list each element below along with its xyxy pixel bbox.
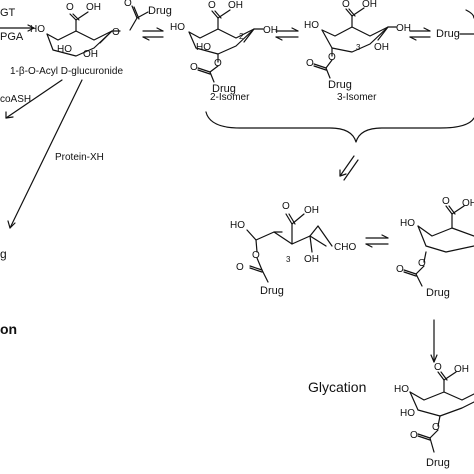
atom-o: O bbox=[66, 2, 74, 13]
equilibrium-arrow-forward bbox=[339, 155, 355, 177]
isomer-3-structure bbox=[313, 7, 397, 79]
atom-ho: HO bbox=[57, 44, 72, 55]
atom-oh: OH bbox=[462, 198, 474, 209]
atom-oh: OH bbox=[304, 205, 319, 216]
atom-o: O bbox=[282, 201, 290, 212]
atom-ho: HO bbox=[304, 20, 319, 31]
glycation-product-structure bbox=[409, 371, 474, 453]
cyclic-structure-right bbox=[403, 205, 474, 287]
acyl-glucuronide-label: 1-β-O-Acyl D-glucuronide bbox=[10, 66, 123, 77]
atom-ho: HO bbox=[394, 384, 409, 395]
atom-o: O bbox=[442, 196, 450, 207]
drug-label: Drug bbox=[436, 28, 460, 40]
atom-o: O bbox=[396, 264, 404, 275]
atom-o: O bbox=[342, 0, 350, 10]
drug-label: Drug bbox=[426, 457, 450, 469]
atom-oh: OH bbox=[454, 364, 469, 375]
atom-o: O bbox=[236, 262, 244, 273]
atom-oh: OH bbox=[396, 23, 411, 34]
atom-ho: HO bbox=[400, 408, 415, 419]
atom-o: O bbox=[190, 62, 198, 73]
udpga-arrow-head bbox=[27, 24, 35, 32]
left-cut-label-on: on bbox=[0, 321, 17, 337]
atom-o: O bbox=[328, 52, 336, 63]
protein-label: Protein-XH bbox=[55, 152, 104, 163]
coash-label: coASH bbox=[0, 94, 31, 105]
atom-ho: HO bbox=[30, 24, 45, 35]
atom-o: O bbox=[418, 258, 426, 269]
isomers-brace bbox=[205, 111, 474, 143]
left-cut-label-g: g bbox=[0, 247, 7, 261]
atom-ho: HO bbox=[170, 22, 185, 33]
glycation-label: Glycation bbox=[308, 379, 366, 395]
atom-oh: OH bbox=[228, 0, 243, 11]
atom-ho: HO bbox=[196, 42, 211, 53]
udpga-label: PGA bbox=[0, 31, 24, 43]
protein-arrow bbox=[9, 79, 83, 229]
acyl-glucuronide-structure bbox=[46, 5, 149, 57]
isomer-3-label: 3-Isomer bbox=[337, 92, 377, 103]
atom-o: O bbox=[252, 250, 260, 261]
atom-o: O bbox=[434, 362, 442, 373]
position-number: 3 bbox=[286, 255, 291, 264]
atom-o: O bbox=[306, 58, 314, 69]
atom-ho: HO bbox=[230, 220, 245, 231]
open-chain-structure bbox=[246, 213, 333, 283]
position-number: 2 bbox=[239, 32, 244, 41]
atom-oh: OH bbox=[362, 0, 377, 10]
atom-o: O bbox=[432, 422, 440, 433]
ugt-label: GT bbox=[0, 7, 16, 19]
atom-cho: CHO bbox=[334, 242, 356, 253]
drug-label: Drug bbox=[212, 83, 236, 95]
atom-o: O bbox=[410, 430, 418, 441]
atom-o: O bbox=[208, 0, 216, 11]
drug-label: Drug bbox=[426, 287, 450, 299]
equilibrium-arrow-back bbox=[343, 159, 359, 181]
atom-oh: OH bbox=[83, 49, 98, 60]
drug-label: Drug bbox=[148, 5, 172, 17]
drug-label: Drug bbox=[260, 285, 284, 297]
isomer-2-label: 2-Isomer bbox=[210, 92, 250, 103]
atom-ho: HO bbox=[400, 218, 415, 229]
atom-oh: OH bbox=[86, 2, 101, 13]
coash-arrow bbox=[5, 79, 63, 119]
atom-o: O bbox=[112, 27, 120, 38]
atom-o: O bbox=[124, 0, 132, 9]
position-number: 3 bbox=[356, 43, 361, 52]
atom-oh: OH bbox=[374, 42, 389, 53]
atom-o: O bbox=[214, 58, 222, 69]
isomer-2-structure bbox=[188, 9, 264, 83]
atom-oh: OH bbox=[304, 254, 319, 265]
drug-label: Drug bbox=[328, 79, 352, 91]
atom-oh: OH bbox=[263, 25, 278, 36]
